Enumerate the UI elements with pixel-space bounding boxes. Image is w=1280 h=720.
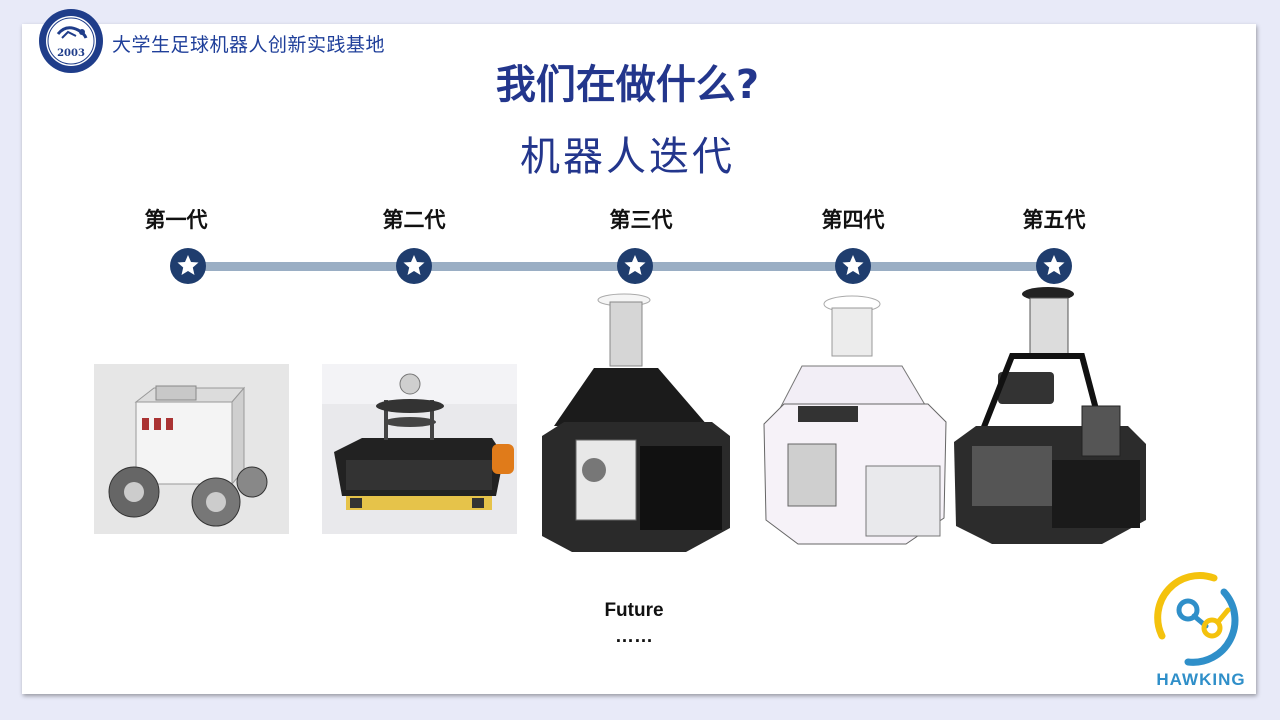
hawking-brand-text: HAWKING xyxy=(1156,670,1246,689)
robot-gen2-image xyxy=(322,364,517,534)
generation-label-3: 第三代 xyxy=(609,207,673,232)
generation-label-4: 第四代 xyxy=(821,207,885,232)
school-name: 大学生足球机器人创新实践基地 xyxy=(112,34,386,56)
logo-year: 2003 xyxy=(57,48,85,59)
generation-label-5: 第五代 xyxy=(1022,207,1086,232)
school-logo-icon: 2003 xyxy=(39,9,103,73)
robot-gen1-image xyxy=(94,364,289,534)
page-title: 我们在做什么? xyxy=(495,62,760,108)
generation-label-1: 第一代 xyxy=(144,207,208,232)
generation-label-2: 第二代 xyxy=(382,207,446,232)
future-label: Future xyxy=(604,600,664,621)
page-subtitle: 机器人迭代 xyxy=(520,134,735,180)
future-ellipsis: …… xyxy=(615,626,653,647)
hawking-logo-icon xyxy=(1154,572,1239,666)
robot-gen3-image xyxy=(542,293,730,552)
robot-gen5-image xyxy=(954,287,1146,544)
robot-gen4-image xyxy=(763,295,947,545)
